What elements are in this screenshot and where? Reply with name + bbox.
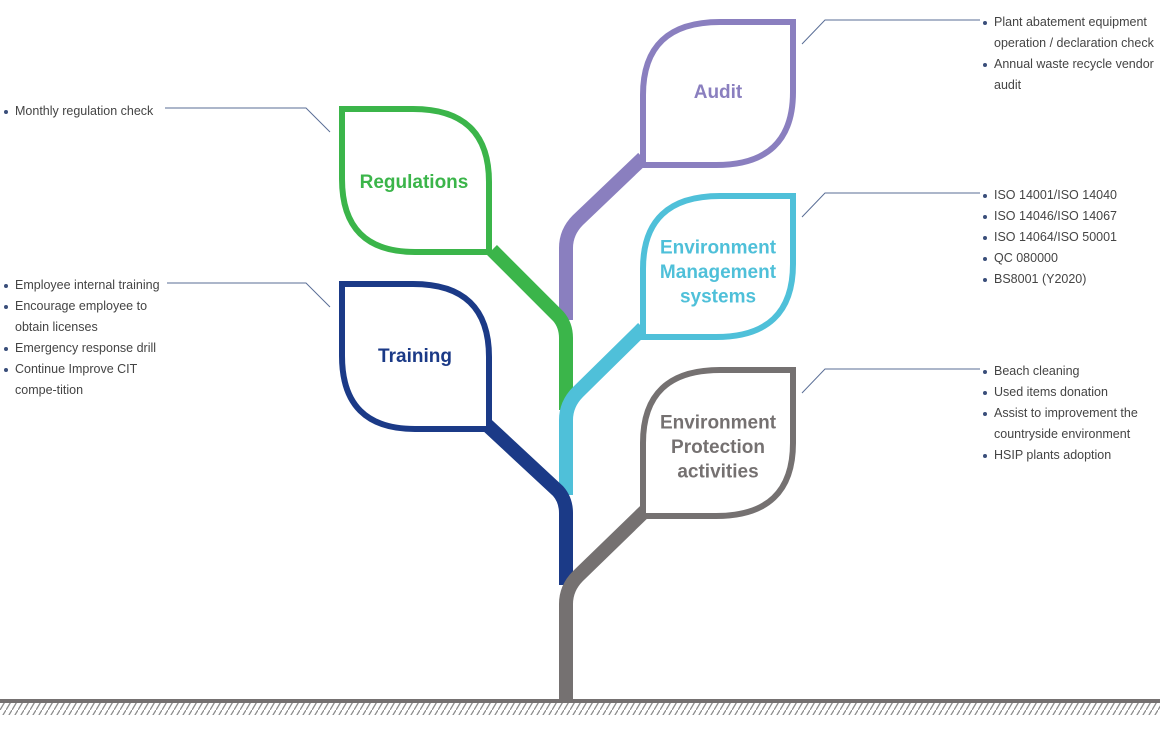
ems-list-item: BS8001 (Y2020) — [982, 269, 1152, 290]
training-title-line: Training — [378, 346, 452, 367]
regulations-branch — [487, 245, 573, 410]
ems-title-line: systems — [680, 287, 756, 308]
ems-list-item: ISO 14001/ISO 14040 — [982, 185, 1152, 206]
audit-title-line: Audit — [694, 82, 743, 103]
regulations-connector — [165, 107, 331, 133]
ground-line — [0, 699, 1160, 703]
training-list-item: Continue Improve CIT compe-tition — [3, 359, 181, 401]
audit-branch — [559, 152, 648, 320]
training-leaf — [339, 281, 492, 432]
ems-title-line: Environment — [660, 238, 777, 259]
ems-title-line: Management — [660, 262, 777, 283]
training-list-item: Employee internal training — [3, 275, 181, 296]
protection-connector — [801, 368, 980, 394]
ems-branch — [559, 323, 648, 495]
training-title: Training — [378, 346, 452, 367]
training-connector — [167, 282, 331, 308]
training-list-item: Emergency response drill — [3, 338, 181, 359]
ground-hatch — [0, 703, 1160, 715]
tree-trunk — [559, 504, 651, 700]
protection-leaf — [640, 367, 796, 519]
protection-list-item: Used items donation — [982, 382, 1152, 403]
protection-list-item: Beach cleaning — [982, 361, 1152, 382]
protection-list-item: HSIP plants adoption — [982, 445, 1152, 466]
audit-list-item: Plant abatement equipment operation / de… — [982, 12, 1160, 54]
protection-list-item: Assist to improvement the countryside en… — [982, 403, 1152, 445]
audit-connector — [801, 19, 980, 45]
ems-list-item: ISO 14046/ISO 14067 — [982, 206, 1152, 227]
training-list-item: Encourage employee to obtain licenses — [3, 296, 181, 338]
regulations-leaf — [339, 106, 492, 255]
protection-title-line: Protection — [671, 437, 765, 458]
ems-connector — [801, 192, 980, 218]
audit-list-item: Annual waste recycle vendor audit — [982, 54, 1160, 96]
audit-title: Audit — [694, 82, 743, 103]
ems-leaf — [640, 193, 796, 340]
regulations-title-line: Regulations — [360, 172, 469, 193]
regulations-list-item: Monthly regulation check — [3, 101, 163, 122]
ems-list-item: QC 080000 — [982, 248, 1152, 269]
regulations-title: Regulations — [360, 172, 469, 193]
training-branch — [482, 419, 573, 585]
protection-title-line: Environment — [660, 413, 777, 434]
ems-list-item: ISO 14064/ISO 50001 — [982, 227, 1152, 248]
audit-leaf — [640, 19, 796, 168]
protection-title-line: activities — [677, 462, 758, 483]
regulations-list: Monthly regulation check — [3, 101, 163, 122]
audit-list: Plant abatement equipment operation / de… — [982, 12, 1160, 96]
